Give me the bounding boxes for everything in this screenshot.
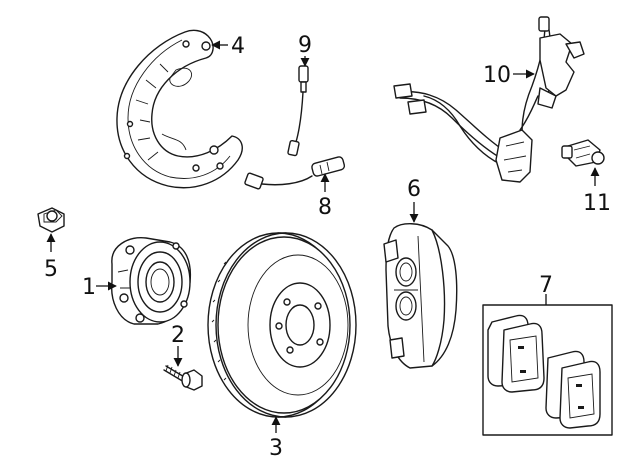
callout-5: 5 [44,257,58,282]
sensor-wire-part [244,156,346,190]
callout-9: 9 [298,33,312,58]
callout-1: 1 [82,275,96,300]
callout-11: 11 [583,191,611,216]
abs-sensor-part [561,139,605,167]
callout-8: 8 [318,195,332,220]
callout-3: 3 [269,436,283,461]
brake-caliper-part [383,223,458,369]
callout-4: 4 [231,34,245,59]
wheel-hub-part [111,237,192,325]
pads-frame [482,304,613,436]
hub-bolt-part [163,364,203,391]
brake-rotor-part [207,232,357,418]
brake-pad-set-part [482,304,613,436]
lug-nut-part [37,207,65,233]
callout-10: 10 [483,63,511,88]
callout-2: 2 [171,323,185,348]
brake-harness-part [393,16,585,183]
callout-6: 6 [407,177,421,202]
splash-shield-part [116,29,243,189]
callout-7: 7 [539,273,553,298]
wear-sensor-part [287,65,309,157]
